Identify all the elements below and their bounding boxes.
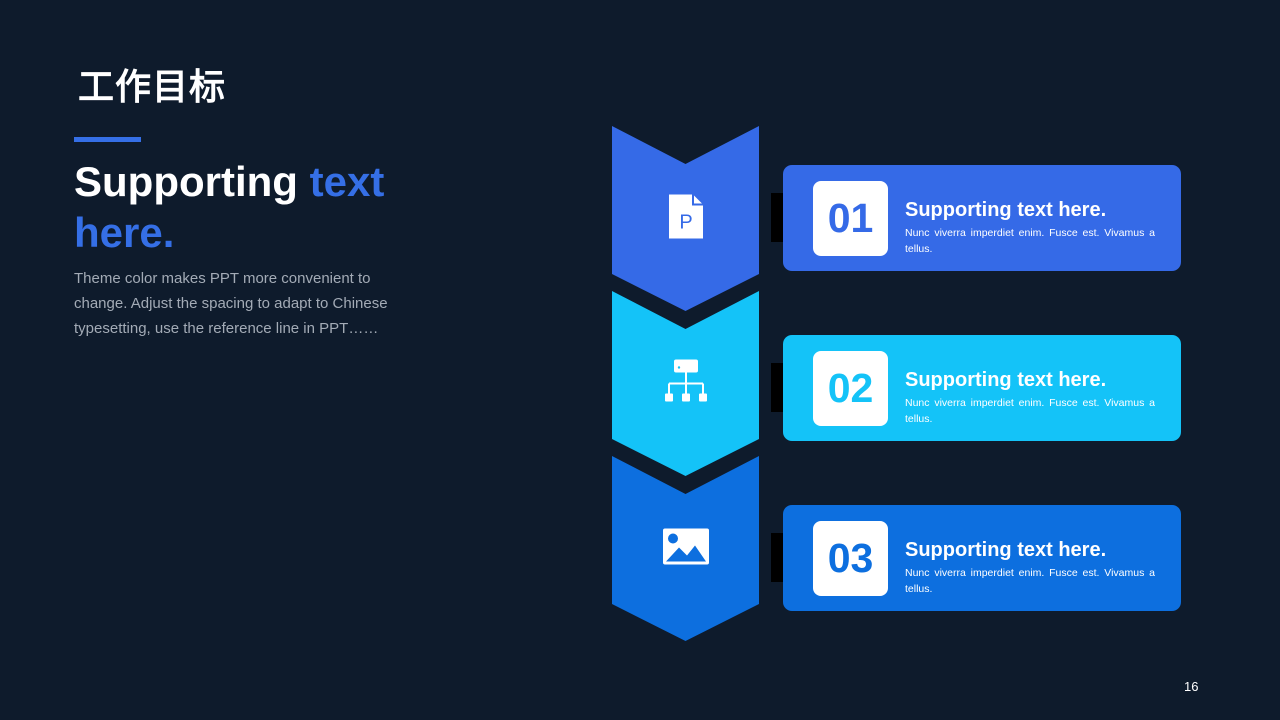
headline-highlight-1: text: [309, 158, 385, 205]
headline: Supporting text here.: [74, 156, 494, 258]
step-card-1: 01 Supporting text here. Nunc viverra im…: [783, 165, 1181, 271]
step-card-2: 02 Supporting text here. Nunc viverra im…: [783, 335, 1181, 441]
step-title-1: Supporting text here.: [905, 199, 1107, 221]
step-number-3: 03: [813, 521, 888, 596]
step-title-2: Supporting text here.: [905, 369, 1107, 391]
headline-part-1: Supporting: [74, 158, 310, 205]
step-body-1: Nunc viverra imperdiet enim. Fusce est. …: [905, 227, 1155, 255]
step-body-3: Nunc viverra imperdiet enim. Fusce est. …: [905, 567, 1155, 595]
page-number: 16: [1184, 679, 1199, 694]
step-body-2: Nunc viverra imperdiet enim. Fusce est. …: [905, 397, 1155, 425]
chevron-step-3: [612, 456, 759, 641]
headline-highlight-2: here.: [74, 209, 175, 256]
chevron-step-1: P: [612, 126, 759, 311]
network-hierarchy-icon: [664, 357, 708, 410]
svg-text:P: P: [679, 211, 692, 233]
step-number-2: 02: [813, 351, 888, 426]
chevron-step-2: [612, 291, 759, 476]
step-card-3: 03 Supporting text here. Nunc viverra im…: [783, 505, 1181, 611]
description: Theme color makes PPT more convenient to…: [74, 270, 388, 337]
accent-line: [74, 137, 141, 142]
step-number-1: 01: [813, 181, 888, 256]
ppt-file-icon: P: [667, 192, 705, 245]
image-icon: [662, 527, 710, 570]
slide-title: 工作目标: [78, 67, 227, 108]
step-title-3: Supporting text here.: [905, 539, 1107, 561]
